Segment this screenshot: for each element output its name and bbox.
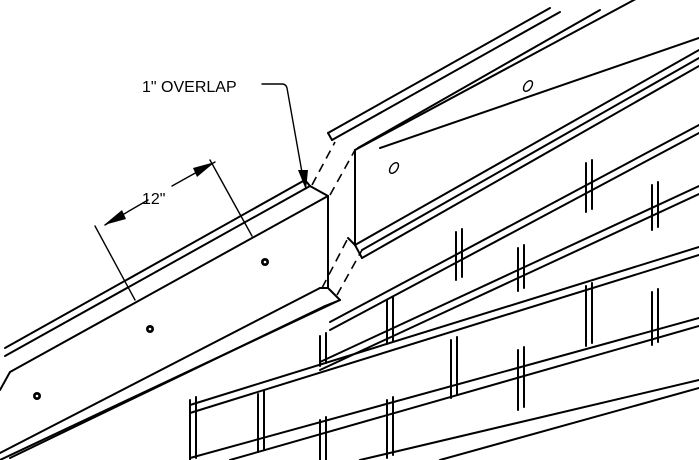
brick-wall (189, 124, 699, 460)
fastener-slot (522, 79, 534, 93)
fastener-slot (388, 161, 400, 175)
overlap-callout: 1" OVERLAP (142, 79, 308, 190)
leader-arrowhead (298, 170, 308, 190)
arrowhead-left (104, 210, 126, 225)
dimension-12in: 12" (94, 159, 253, 301)
coping-section-lower (0, 179, 341, 460)
coping-section-upper (327, 0, 699, 259)
arrowhead-right (193, 162, 215, 177)
spacing-label: 12" (142, 191, 165, 208)
fastener-screws (33, 258, 269, 400)
hidden-overlap-lines (311, 141, 363, 296)
overlap-label: 1" OVERLAP (142, 79, 237, 96)
